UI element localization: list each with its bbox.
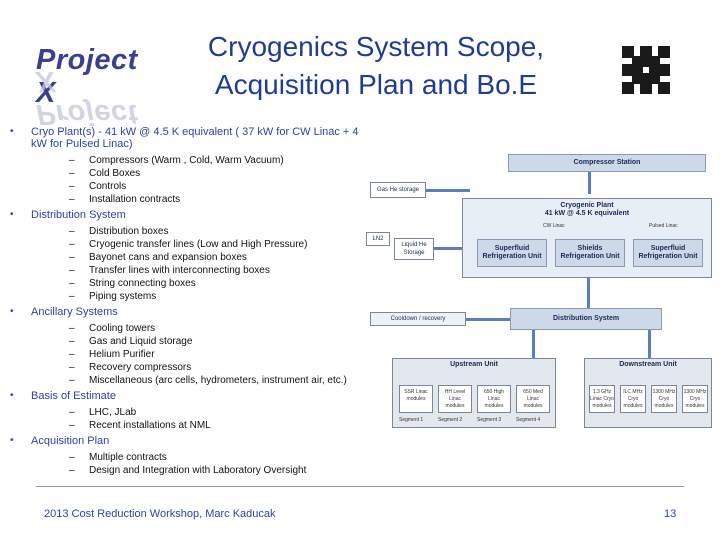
downstream-unit-box: Downstream Unit 1.3 GHz Linac Cryo modul… xyxy=(584,358,712,428)
sub-item: –Installation contracts xyxy=(69,194,181,205)
sub-item: –Cooling towers xyxy=(69,323,156,334)
module-box: 1.3 GHz Linac Cryo modules xyxy=(589,385,615,413)
sub-item: –Cold Boxes xyxy=(69,168,141,179)
downstream-unit-label: Downstream Unit xyxy=(619,361,677,368)
slide-title-line1: Cryogenics System Scope, xyxy=(207,31,545,62)
compressor-station-box: Compressor Station xyxy=(508,154,706,172)
module-box: 1300 MHz Cryo modules xyxy=(682,385,708,413)
sub-item: –Miscellaneous (arc cells, hydrometers, … xyxy=(69,375,347,386)
module-box: HH Level Linac modules xyxy=(438,385,472,413)
sub-list: –Compressors (Warm , Cold, Warm Vacuum) … xyxy=(31,154,368,206)
superfluid-unit-1: Superfluid Refrigeration Unit xyxy=(477,239,547,267)
sub-item: –Controls xyxy=(69,181,127,192)
fermilab-logo-icon xyxy=(622,46,670,94)
module-box: ILC MHz Cryo modules xyxy=(620,385,646,413)
cryo-plant-title: Cryogenic Plant xyxy=(560,202,614,209)
sub-item: –Compressors (Warm , Cold, Warm Vacuum) xyxy=(69,155,284,166)
pulsed-linac-label: Pulsed Linac xyxy=(649,223,678,229)
segment-label: Segment 3 xyxy=(477,417,502,423)
sub-item: –Helium Purifier xyxy=(69,349,155,360)
sub-item: –String connecting boxes xyxy=(69,278,196,289)
upstream-unit-label: Upstream Unit xyxy=(450,361,498,368)
sub-list: –Distribution boxes –Cryogenic transfer … xyxy=(31,225,368,303)
outline-item-label: Ancillary Systems xyxy=(31,306,118,318)
sub-item: –Transfer lines with interconnecting box… xyxy=(69,265,270,276)
distribution-system-box: Distribution System xyxy=(510,308,662,330)
sub-item: –Bayonet cans and expansion boxes xyxy=(69,252,247,263)
outline-item-label: Basis of Estimate xyxy=(31,390,116,402)
sub-item: –Gas and Liquid storage xyxy=(69,336,193,347)
bullet-icon: • xyxy=(10,435,14,446)
segment-label: Segment 1 xyxy=(399,417,424,423)
outline-item-distribution: • Distribution System –Distribution boxe… xyxy=(8,209,368,303)
upstream-unit-box: Upstream Unit SSR Linac modules HH Level… xyxy=(392,358,556,428)
sub-item: –Distribution boxes xyxy=(69,226,169,237)
connector-line xyxy=(587,278,590,310)
sub-item: –Recent installations at NML xyxy=(69,420,211,431)
connector-line xyxy=(532,330,535,358)
cw-linac-label: CW Linac xyxy=(543,223,565,229)
module-box: 1300 MHz Cryo modules xyxy=(651,385,677,413)
sub-list: –Multiple contracts –Design and Integrat… xyxy=(31,451,368,477)
liquid-he-storage-box: Liquid He Storage xyxy=(394,238,434,260)
sub-item: –LHC, JLab xyxy=(69,407,137,418)
page-number: 13 xyxy=(664,508,677,520)
sub-list: –LHC, JLab –Recent installations at NML xyxy=(31,406,368,432)
shields-unit: Shields Refrigeration Unit xyxy=(555,239,625,267)
segment-label: Segment 4 xyxy=(516,417,541,423)
connector-line xyxy=(426,189,470,192)
superfluid-unit-2: Superfluid Refrigeration Unit xyxy=(633,239,703,267)
connector-line xyxy=(434,247,462,250)
sub-list: –Cooling towers –Gas and Liquid storage … xyxy=(31,322,368,387)
sub-item: –Cryogenic transfer lines (Low and High … xyxy=(69,239,308,250)
gas-storage-box: Gas He storage xyxy=(370,182,426,198)
project-x-logo: Project X Project X xyxy=(36,40,166,130)
bullet-icon: • xyxy=(10,209,14,220)
cryo-plant-capacity: 41 kW @ 4.5 K equivalent xyxy=(544,210,630,217)
slide-title: Cryogenics System Scope, Acquisition Pla… xyxy=(176,28,576,104)
module-box: SSR Linac modules xyxy=(399,385,433,413)
footer-divider xyxy=(36,486,684,487)
outline-list: • Cryo Plant(s) - 41 kW @ 4.5 K equivale… xyxy=(8,126,368,480)
outline-item-label: Cryo Plant(s) - 41 kW @ 4.5 K equivalent… xyxy=(31,126,359,150)
slide-title-line2: Acquisition Plan and Bo.E xyxy=(214,69,538,100)
connector-line xyxy=(648,330,651,358)
outline-item-basis-of-estimate: • Basis of Estimate –LHC, JLab –Recent i… xyxy=(8,390,368,432)
sub-item: –Piping systems xyxy=(69,291,157,302)
sub-item: –Recovery compressors xyxy=(69,362,192,373)
bullet-icon: • xyxy=(10,390,14,401)
connector-line xyxy=(588,172,591,194)
bullet-icon: • xyxy=(10,126,14,137)
outline-item-acquisition-plan: • Acquisition Plan –Multiple contracts –… xyxy=(8,435,368,477)
cryo-system-diagram: Compressor Station Gas He storage Cryoge… xyxy=(362,140,714,430)
sub-item: –Multiple contracts xyxy=(69,452,167,463)
module-box: 650 High Linac modules xyxy=(477,385,511,413)
logo-reflection: Project X xyxy=(36,65,138,130)
sub-item: –Design and Integration with Laboratory … xyxy=(69,465,307,476)
connector-line xyxy=(466,318,510,321)
outline-item-ancillary: • Ancillary Systems –Cooling towers –Gas… xyxy=(8,306,368,387)
cooldown-recovery-box: Cooldown / recovery xyxy=(370,312,466,326)
outline-item-label: Acquisition Plan xyxy=(31,435,110,447)
module-box: 650 Med Linac modules xyxy=(516,385,550,413)
segment-label: Segment 2 xyxy=(438,417,463,423)
ln2-box: LN2 xyxy=(366,232,390,246)
outline-item-label: Distribution System xyxy=(31,209,126,221)
footer-text: 2013 Cost Reduction Workshop, Marc Kaduc… xyxy=(44,508,276,520)
cryogenic-plant-box: Cryogenic Plant 41 kW @ 4.5 K equivalent… xyxy=(462,198,712,278)
bullet-icon: • xyxy=(10,306,14,317)
logo-text: Project X xyxy=(36,44,138,109)
outline-item-cryo-plant: • Cryo Plant(s) - 41 kW @ 4.5 K equivale… xyxy=(8,126,368,206)
